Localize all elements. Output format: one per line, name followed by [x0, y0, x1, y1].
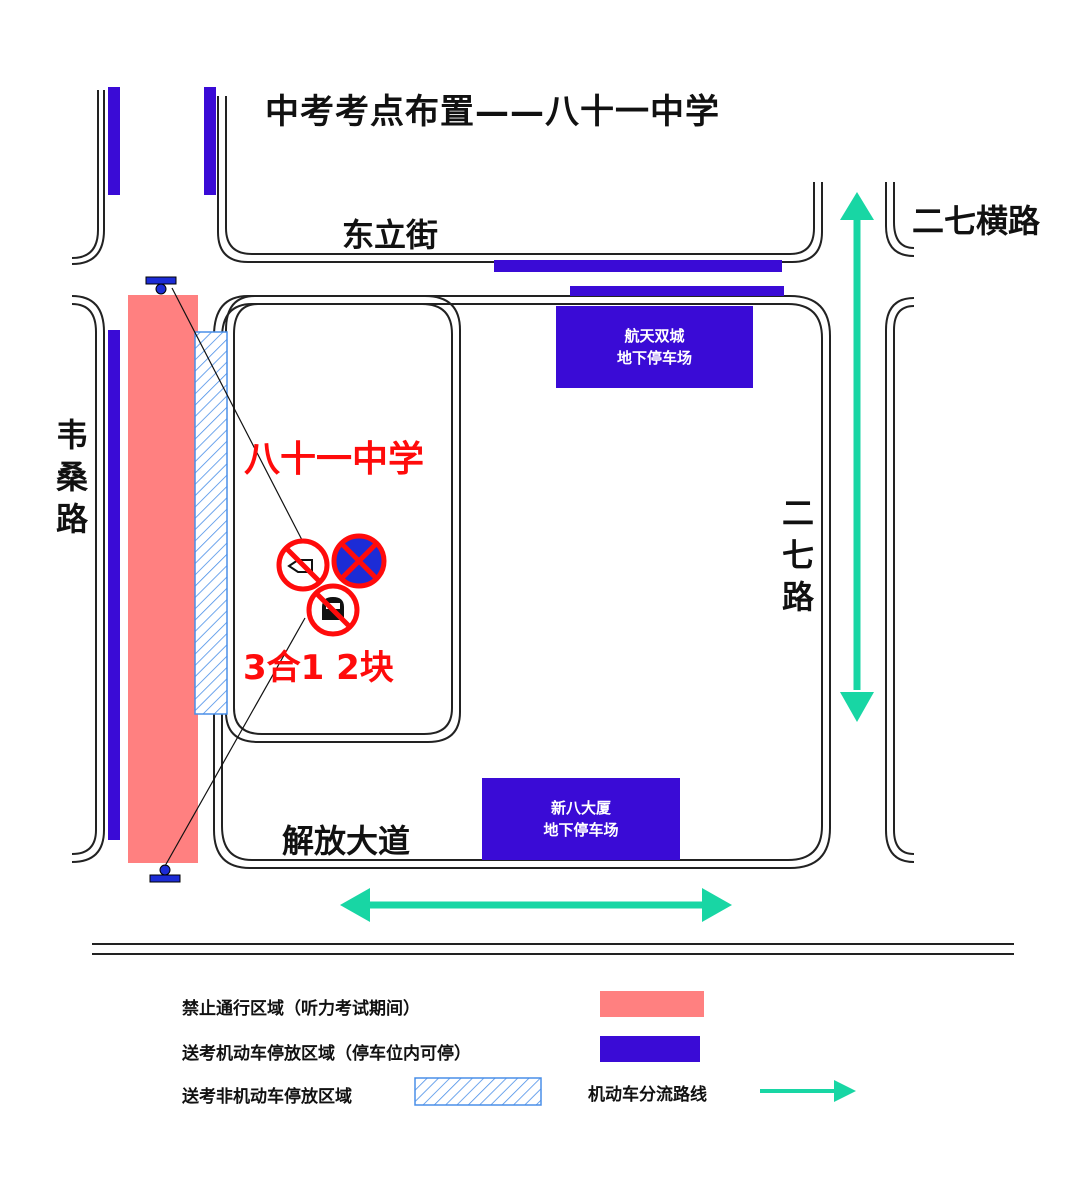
- legend-nonmotor-parking-label: 送考非机动车停放区域: [182, 1087, 352, 1107]
- no-traffic-zone: [128, 295, 198, 863]
- street-label-erqi: 二七路: [781, 494, 814, 616]
- parking-lot-hangtian-name: 航天双城: [624, 327, 685, 345]
- motor-parking-strips: [108, 87, 784, 840]
- legend-no-traffic-label: 禁止通行区域（听力考试期间）: [182, 999, 420, 1019]
- no-motor-vehicle-sign: [306, 583, 360, 637]
- road-outlines: [71, 90, 1014, 955]
- parking-lot-xinba-name: 新八大厦: [550, 799, 611, 817]
- parking-lot-hangtian-type: 地下停车场: [616, 349, 692, 367]
- parking-lot-hangtian-label: 航天双城 地下停车场: [556, 306, 753, 388]
- legend-motor-parking-label: 送考机动车停放区域（停车位内可停）: [182, 1044, 471, 1064]
- street-label-jiefang: 解放大道: [282, 822, 411, 860]
- legend-swatch-diversion: [760, 1080, 856, 1102]
- parking-lot-xinba-label: 新八大厦 地下停车场: [482, 778, 680, 860]
- parking-lot-xinba: [482, 778, 680, 860]
- legend-swatch-no-traffic: [600, 991, 704, 1017]
- school-name-label: 八十一中学: [244, 439, 425, 480]
- street-label-weisang: 韦桑路: [55, 416, 88, 538]
- street-label-erqi-heng: 二七横路: [912, 202, 1041, 240]
- diversion-route-vertical: [840, 192, 874, 722]
- parking-lot-hangtian: [556, 306, 753, 388]
- barrier-post-bottom: [149, 864, 181, 883]
- barrier-post-top: [145, 276, 177, 295]
- leader-lines: [164, 287, 306, 867]
- diversion-route-horizontal: [340, 888, 732, 922]
- legend-diversion-label: 机动车分流路线: [588, 1085, 707, 1105]
- legend-swatch-motor-parking: [600, 1036, 700, 1062]
- page-title: 中考考点布置——八十一中学: [265, 92, 720, 132]
- signs-count-note: 3合1 2块: [243, 648, 394, 688]
- no-honking-sign: [276, 538, 330, 592]
- parking-lot-xinba-type: 地下停车场: [543, 821, 619, 839]
- nonmotor-parking-zone: [194, 331, 228, 715]
- no-parking-sign: [331, 533, 387, 589]
- legend-swatch-nonmotor-parking: [414, 1077, 542, 1106]
- street-label-dongli: 东立街: [342, 216, 439, 254]
